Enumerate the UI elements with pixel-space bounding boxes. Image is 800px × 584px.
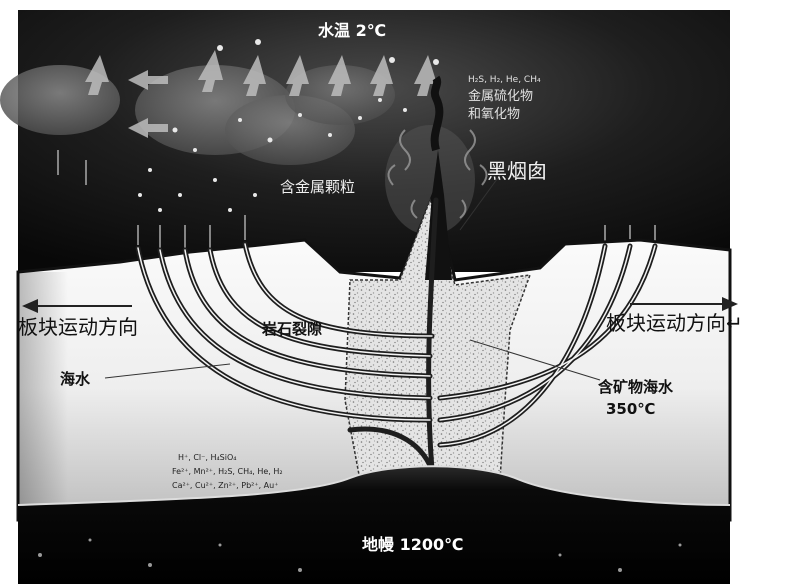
plate-direction-left-label: 板块运动方向	[18, 315, 138, 339]
smoke-swirls	[387, 129, 488, 219]
mantle-specks	[38, 538, 682, 572]
plate-motion-arrow-right	[630, 297, 738, 311]
plate-direction-right-label: 板块运动方向↵	[606, 311, 743, 335]
ions-line-2: Fe²⁺, Mn²⁺, H₂S, CH₄, He, H₂	[172, 467, 283, 476]
plate-motion-arrow-left	[22, 299, 132, 313]
suspended-particles	[138, 39, 439, 212]
sinking-streaks	[57, 150, 656, 248]
current-arrows	[85, 50, 437, 138]
ocean-water	[18, 10, 730, 272]
mantle	[18, 466, 730, 584]
ions-line-3: Ca²⁺, Cu²⁺, Zn²⁺, Pb²⁺, Au⁺	[172, 481, 278, 490]
mineral-seawater-temp-label: 350℃	[606, 400, 655, 418]
ions-line-1: H⁺, Cl⁻, H₄SiO₄	[178, 453, 236, 462]
seawater-label: 海水	[60, 370, 91, 388]
oxide-label: 和氧化物	[468, 107, 520, 122]
gas-species-label: H₂S, H₂, He, CH₄	[468, 75, 541, 85]
black-smoker-label: 黑烟囱	[487, 159, 547, 183]
mantle-label: 地幔 1200℃	[362, 535, 463, 554]
label-leaders	[104, 174, 601, 381]
mineral-seawater-label: 含矿物海水	[598, 378, 674, 396]
water-temperature-label: 水温 2℃	[318, 21, 386, 40]
rock-fracture-label: 岩石裂隙	[261, 320, 322, 338]
metal-sulfide-label: 金属硫化物	[468, 88, 533, 104]
metal-particles-label: 含金属颗粒	[280, 178, 355, 196]
